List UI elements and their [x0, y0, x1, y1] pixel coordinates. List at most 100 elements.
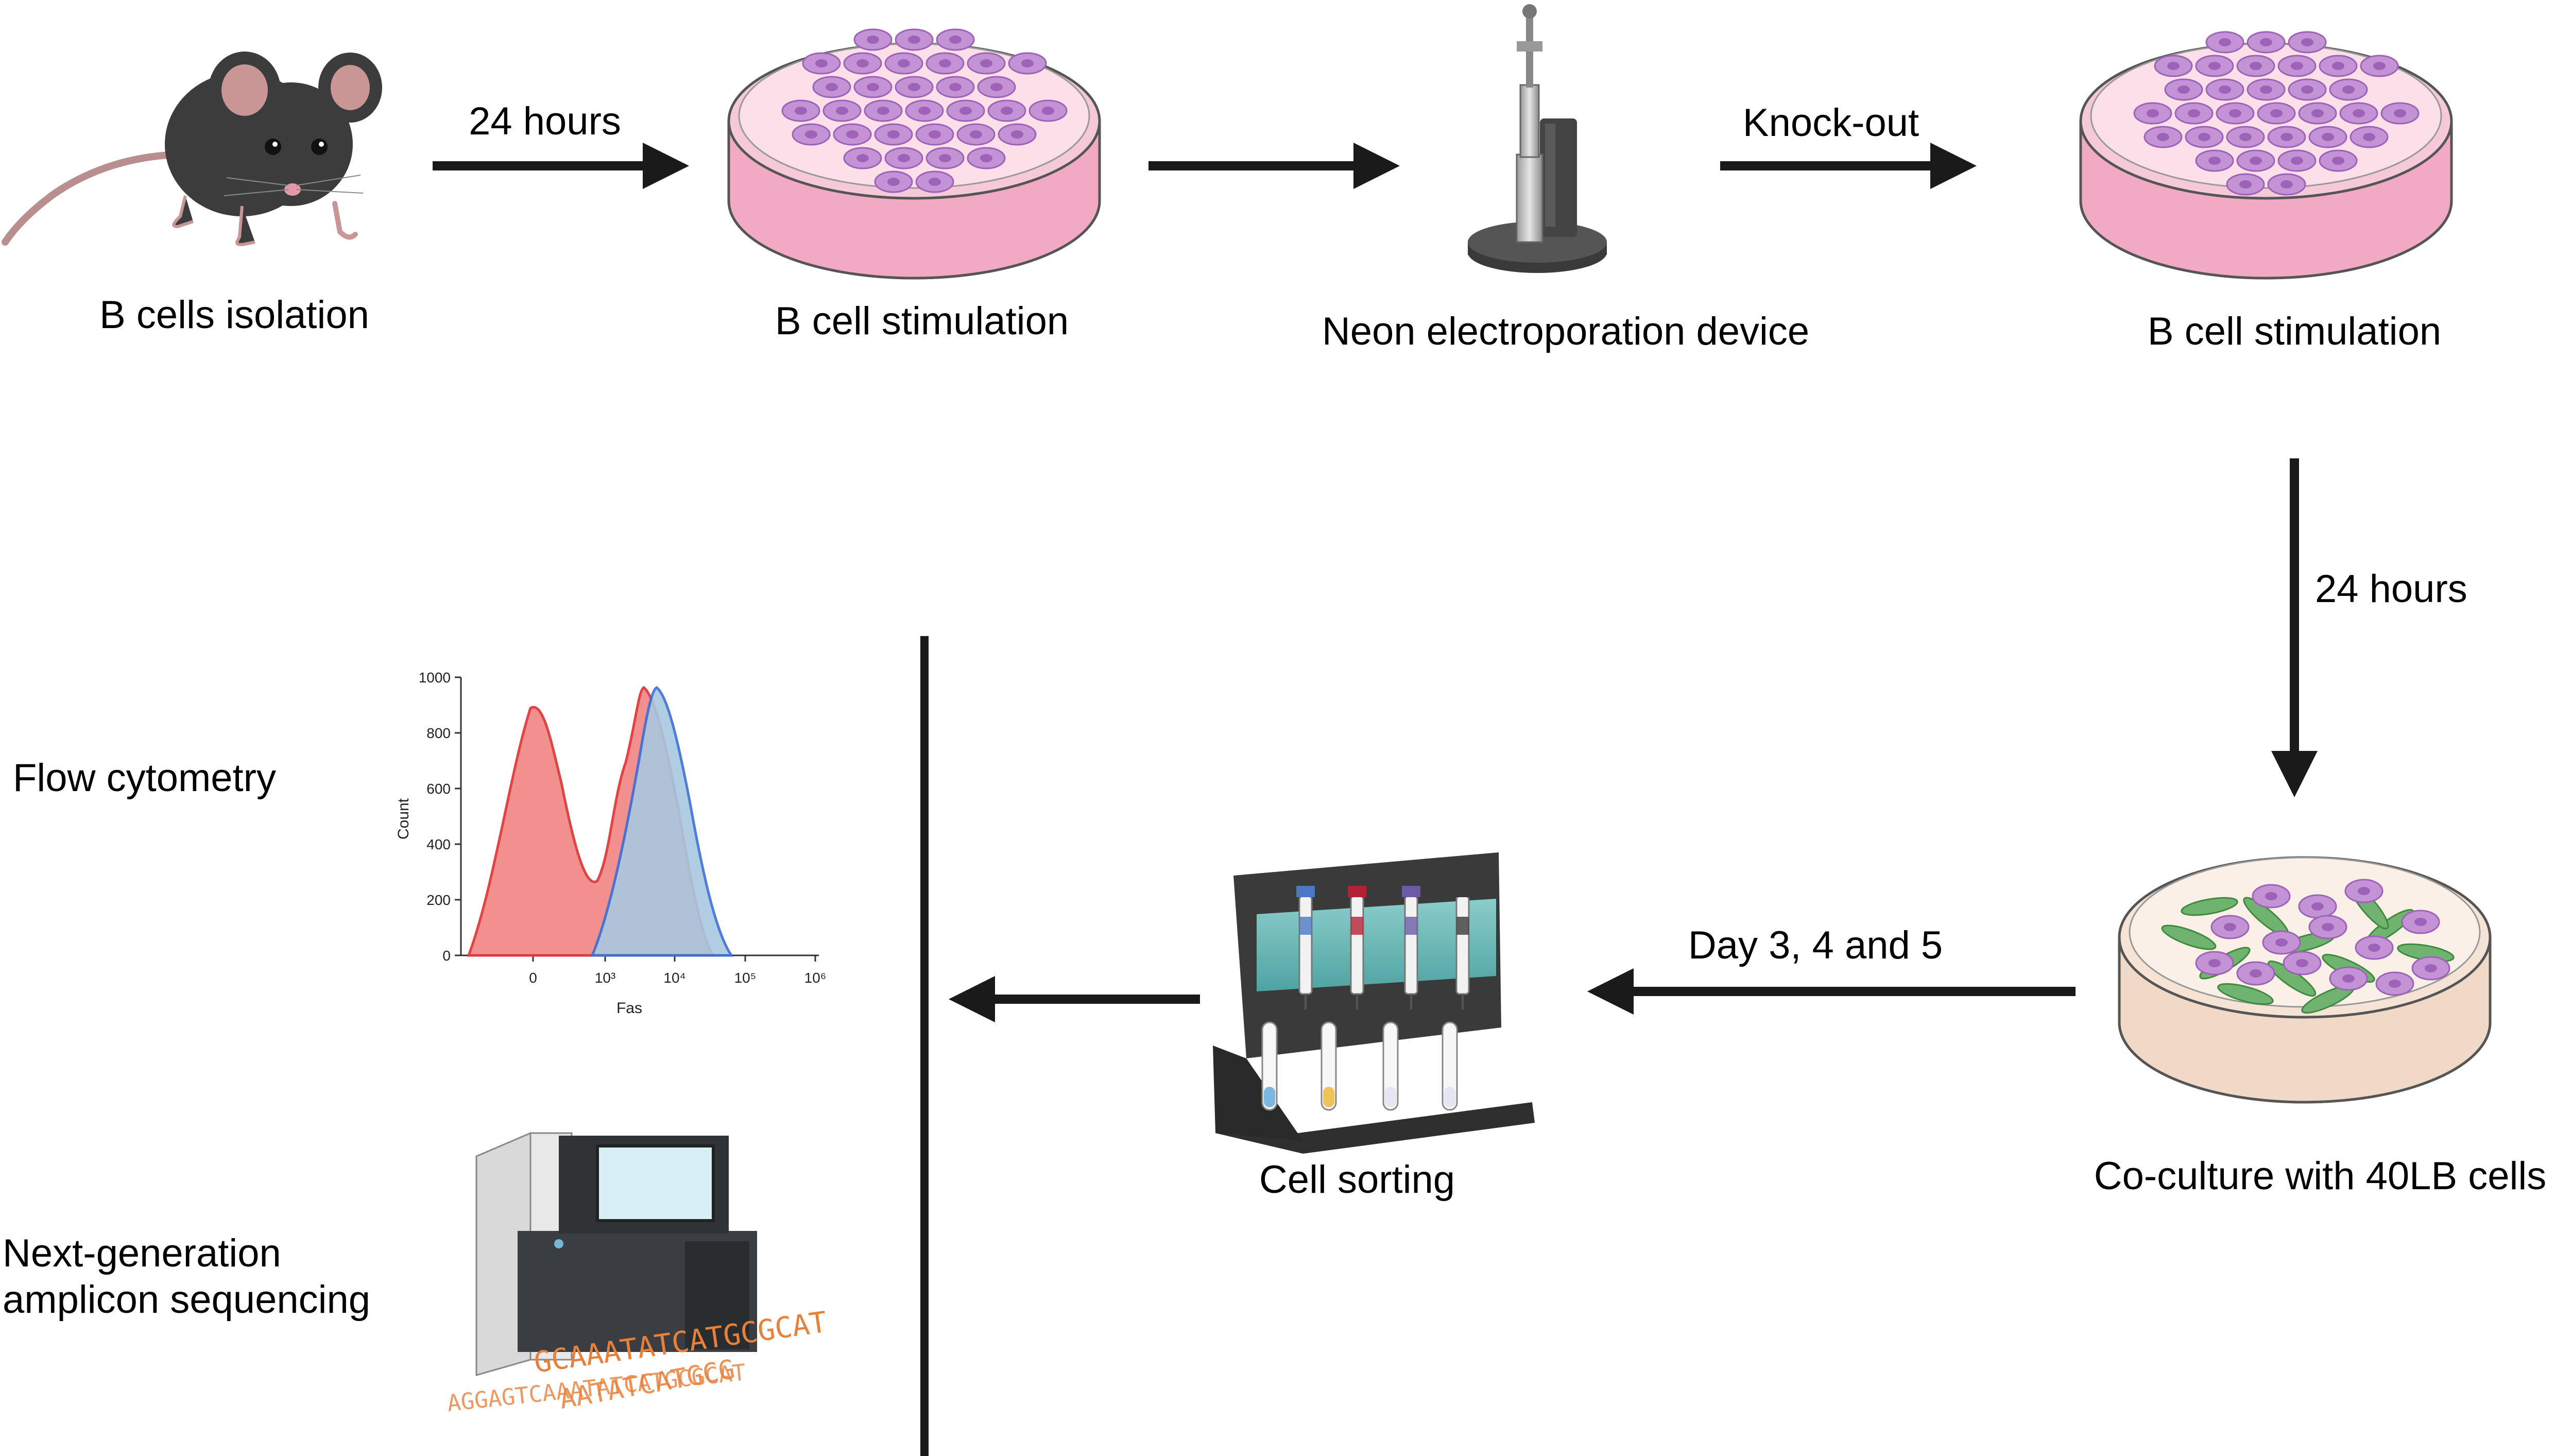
- cell-nucleus: [2239, 180, 2252, 189]
- label-b-cell-stimulation-2: B cell stimulation: [2147, 310, 2442, 353]
- cell-nucleus: [2208, 157, 2221, 165]
- cell-nucleus: [2280, 133, 2293, 141]
- cell-nucleus: [2260, 85, 2272, 94]
- cell-nucleus: [990, 83, 1003, 91]
- cell-nucleus: [2322, 133, 2334, 141]
- cell-nucleus: [918, 107, 931, 115]
- syringe-fill: [1405, 917, 1417, 935]
- cell-sorter-icon: [1213, 852, 1535, 1154]
- cell-nucleus: [2265, 892, 2277, 900]
- cell-nucleus: [2219, 38, 2231, 46]
- syringe-cap: [1402, 886, 1420, 897]
- cell-nucleus: [2224, 923, 2236, 931]
- cell-nucleus: [2291, 157, 2303, 165]
- cell-nucleus: [2275, 938, 2288, 947]
- x-tick-label: 0: [529, 970, 537, 986]
- cell-nucleus: [867, 83, 879, 91]
- y-tick-label: 800: [426, 725, 451, 741]
- cell-nucleus: [2219, 85, 2231, 94]
- histogram-blue-series: [590, 686, 734, 957]
- cell-nucleus: [805, 130, 817, 139]
- cell-nucleus: [2322, 923, 2334, 931]
- cell-nucleus: [939, 59, 951, 67]
- cell-nucleus: [980, 154, 992, 162]
- cell-nucleus: [898, 59, 910, 67]
- label-b-cell-stimulation-1: B cell stimulation: [775, 299, 1069, 343]
- label-co-culture: Co-culture with 40LB cells: [2094, 1154, 2547, 1198]
- y-tick-label: 600: [426, 781, 451, 797]
- cell-nucleus: [959, 107, 972, 115]
- cell-nucleus: [1021, 59, 1034, 67]
- cell-nucleus: [2167, 62, 2180, 70]
- cell-nucleus: [1011, 130, 1023, 139]
- cell-nucleus: [2147, 109, 2159, 117]
- cell-nucleus: [887, 130, 900, 139]
- feeder-cell-mark: [2181, 897, 2238, 916]
- cell-nucleus: [836, 107, 848, 115]
- cell-nucleus: [2353, 109, 2365, 117]
- syringe-fill: [1351, 917, 1363, 935]
- cell-nucleus: [2311, 109, 2324, 117]
- cell-nucleus: [826, 83, 838, 91]
- collection-tube: [1442, 1021, 1458, 1111]
- label-knock-out: Knock-out: [1742, 101, 1919, 145]
- cell-nucleus: [2389, 980, 2401, 988]
- cell-nucleus: [2260, 38, 2272, 46]
- syringe-cap: [1296, 886, 1315, 897]
- sort-syringe: [1455, 895, 1470, 995]
- cell-nucleus: [2332, 62, 2344, 70]
- cell-nucleus: [2208, 62, 2221, 70]
- cell-nucleus: [846, 130, 859, 139]
- cell-nucleus: [2301, 85, 2313, 94]
- cell-nucleus: [856, 59, 869, 67]
- sort-syringe: [1350, 895, 1364, 995]
- cell-nucleus: [2301, 38, 2313, 46]
- cell-nucleus: [949, 83, 962, 91]
- label-b-cells-isolation: B cells isolation: [99, 293, 369, 337]
- y-tick-label: 200: [426, 892, 451, 908]
- cell-nucleus: [2332, 157, 2344, 165]
- label-cell-sorting: Cell sorting: [1259, 1158, 1455, 1202]
- histogram-x-label: Fas: [616, 1000, 642, 1017]
- histogram-y-label: Count: [395, 798, 412, 840]
- cell-nucleus: [2414, 918, 2427, 926]
- cell-nucleus: [929, 178, 941, 186]
- cell-nucleus: [2177, 85, 2190, 94]
- y-tick-label: 0: [442, 948, 451, 964]
- cell-nucleus: [929, 130, 941, 139]
- sort-syringe: [1298, 895, 1313, 995]
- collection-tube: [1261, 1021, 1278, 1111]
- tube-liquid: [1385, 1087, 1396, 1107]
- electroporation-device-icon: [1468, 4, 1607, 273]
- label-day-345: Day 3, 4 and 5: [1688, 923, 1943, 967]
- y-tick-label: 400: [426, 836, 451, 852]
- cell-nucleus: [877, 107, 889, 115]
- co-culture-dish-icon: [2118, 856, 2492, 1104]
- cell-nucleus: [1001, 107, 1013, 115]
- tube-liquid: [1264, 1087, 1275, 1107]
- cell-nucleus: [2296, 959, 2308, 967]
- syringe-fill: [1299, 917, 1312, 935]
- mouse-icon: [2, 52, 382, 247]
- feeder-cell-mark: [2161, 924, 2217, 950]
- cell-nucleus: [2198, 133, 2210, 141]
- cell-nucleus: [2342, 85, 2355, 94]
- cell-nucleus: [856, 154, 869, 162]
- cell-nucleus: [2291, 62, 2303, 70]
- label-ngs-line1: Next-generation: [3, 1231, 281, 1275]
- cell-nucleus: [795, 107, 807, 115]
- cell-nucleus: [908, 36, 920, 44]
- cell-nucleus: [815, 59, 828, 67]
- cell-nucleus: [2394, 109, 2406, 117]
- label-ngs-line2: amplicon sequencing: [3, 1278, 371, 1322]
- label-neon-device: Neon electroporation device: [1322, 310, 1810, 353]
- x-tick-label: 10⁵: [734, 970, 757, 986]
- cell-nucleus: [2425, 964, 2437, 972]
- cell-nucleus: [898, 154, 910, 162]
- cell-nucleus: [2270, 109, 2283, 117]
- cell-nucleus: [939, 154, 951, 162]
- cell-nucleus: [2250, 969, 2262, 978]
- collection-tube: [1382, 1021, 1399, 1111]
